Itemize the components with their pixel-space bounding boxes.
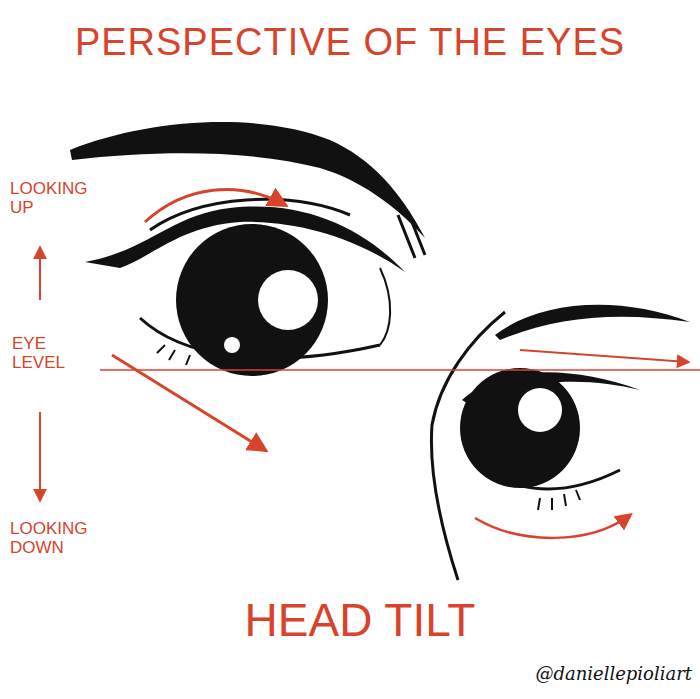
tilt-arrow — [475, 515, 630, 538]
tilt-arrow — [520, 350, 688, 362]
direction-label: LOOKING UP — [10, 180, 92, 217]
down-arrow — [112, 355, 265, 450]
eye-highlight — [224, 337, 240, 353]
down-arrow — [39, 412, 41, 500]
eyebrow-hairs — [398, 212, 425, 258]
iris — [460, 368, 580, 488]
lower-lashes — [538, 490, 580, 510]
eye-highlight — [518, 388, 562, 432]
eyebrow — [495, 305, 690, 340]
up-arrow — [145, 190, 285, 222]
section-label: HEAD TILT — [220, 595, 500, 646]
eye-highlight — [258, 270, 318, 330]
eye-level-line — [100, 369, 700, 371]
lower-lid — [140, 318, 380, 358]
eye-corner — [380, 268, 390, 345]
eye-level-label: EYE LEVEL — [12, 335, 74, 372]
lower-lashes — [157, 345, 190, 365]
up-arrow — [39, 248, 41, 300]
lower-lid — [470, 450, 620, 489]
iris — [176, 224, 328, 376]
watermark: @daniellepioliart — [535, 664, 692, 684]
diagram-title: PERSPECTIVE OF THE EYES — [0, 22, 700, 64]
direction-label: LOOKING DOWN — [10, 520, 92, 557]
